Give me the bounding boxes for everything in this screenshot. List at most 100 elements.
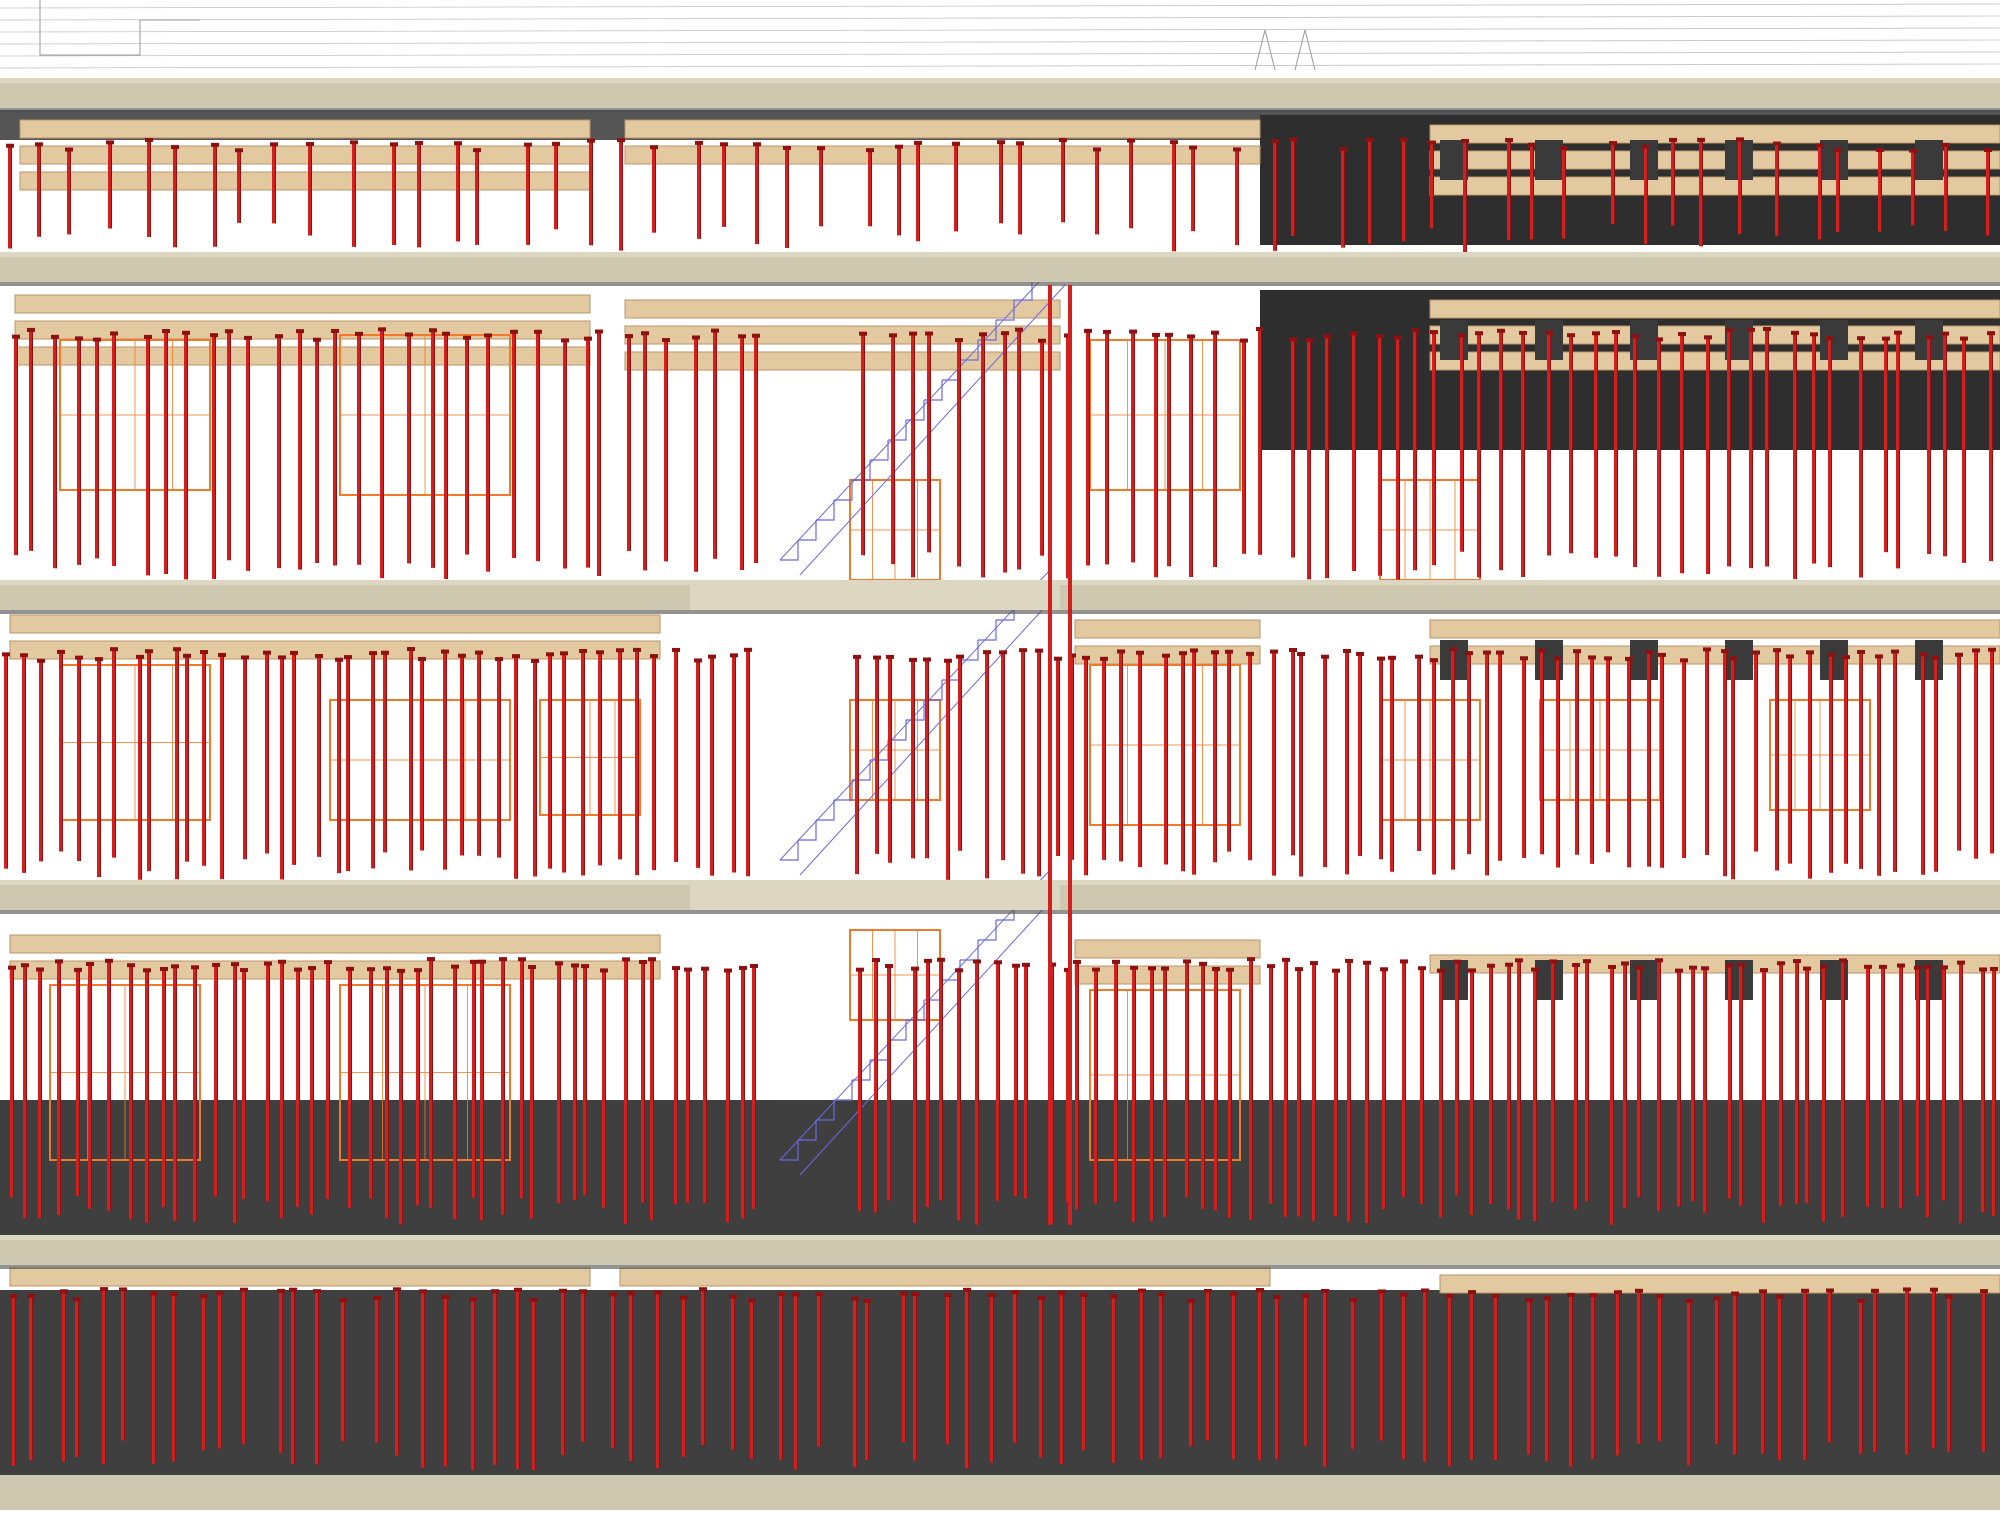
prop-head (711, 328, 719, 333)
prop-head (1187, 1298, 1195, 1303)
shoring-prop (1538, 648, 1546, 855)
shoring-prop (524, 142, 532, 245)
shoring-prop (427, 957, 435, 1208)
prop-head (1310, 961, 1318, 966)
shoring-prop (863, 1298, 871, 1461)
prop-head (55, 959, 63, 964)
shoring-prop (458, 653, 466, 856)
prop-head (378, 327, 386, 332)
prop-head (1483, 650, 1491, 655)
prop-head (1092, 967, 1100, 972)
prop-head (748, 1298, 756, 1303)
prop-head (429, 328, 437, 333)
prop-head (1127, 138, 1135, 143)
shoring-prop (997, 140, 1005, 224)
shoring-prop (866, 148, 874, 227)
shoring-prop (1773, 141, 1781, 236)
prop-head (277, 1288, 285, 1293)
prop-head (1891, 649, 1899, 654)
prop-head (625, 334, 633, 339)
shoring-prop (911, 1292, 919, 1461)
shoring-prop (1612, 330, 1620, 557)
shoring-prop (1093, 147, 1101, 235)
shoring-prop (110, 331, 118, 566)
prop-head (1377, 656, 1385, 661)
shoring-prop (1161, 966, 1169, 1217)
prop-head (1505, 138, 1513, 143)
beams-level-5-mid (619, 1267, 1271, 1287)
prop-head (27, 1293, 35, 1298)
prop-head (753, 142, 761, 147)
prop-head (1345, 958, 1353, 963)
shoring-prop (1979, 967, 1987, 1213)
shoring-prop (136, 654, 144, 880)
shoring-prop (909, 331, 917, 578)
prop-head (1697, 137, 1705, 142)
prop-head (200, 650, 208, 655)
shoring-prop (512, 654, 520, 879)
stair-landing-slab (690, 880, 1060, 910)
prop-head (427, 957, 435, 962)
prop-head (1428, 140, 1436, 145)
shoring-prop (1876, 147, 1884, 232)
shoring-prop (454, 141, 462, 242)
prop-head (200, 1294, 208, 1299)
shoring-prop (1411, 328, 1419, 571)
prop-head (1437, 968, 1445, 973)
shoring-prop (1914, 965, 1922, 1196)
prop-head (278, 959, 286, 964)
prop-head (955, 338, 963, 343)
shoring-prop (1001, 331, 1009, 573)
shoring-prop (235, 148, 243, 223)
shoring-prop (528, 965, 536, 1219)
shoring-prop (1560, 146, 1568, 239)
shoring-prop (1388, 655, 1396, 872)
shoring-prop (1567, 333, 1575, 554)
stair-step (996, 300, 1015, 321)
prop-head (162, 329, 170, 334)
joist-block (1630, 640, 1658, 680)
shoring-prop (1100, 656, 1108, 860)
prop-head (495, 657, 503, 662)
shoring-prop (750, 963, 758, 1209)
prop-head (1635, 965, 1643, 970)
stair-step (780, 840, 799, 861)
prop-head (1990, 966, 1998, 971)
prop-head (1497, 328, 1505, 333)
prop-head (1418, 966, 1426, 971)
prop-head (1955, 652, 1963, 657)
slab-top-edge (0, 252, 2000, 257)
prop-head (1157, 1292, 1165, 1297)
shoring-prop (1645, 650, 1653, 867)
prop-head (473, 148, 481, 153)
prop-head (1876, 147, 1884, 152)
window-frame (59, 339, 211, 491)
shoring-prop (923, 657, 931, 859)
shoring-prop (313, 337, 321, 563)
shoring-prop (240, 1287, 248, 1444)
prop-head (27, 327, 35, 332)
shoring-prop (744, 647, 752, 877)
shoring-prop (495, 657, 503, 858)
shoring-prop (559, 1288, 567, 1456)
shoring-prop (1806, 650, 1814, 879)
prop-head (680, 1295, 688, 1300)
prop-head (983, 650, 991, 655)
shoring-prop (2, 652, 10, 869)
shoring-prop (1497, 328, 1505, 571)
prop-head (296, 329, 304, 334)
joist-block (1915, 140, 1943, 180)
shoring-prop (1737, 962, 1745, 1206)
shoring-prop (1183, 959, 1191, 1197)
prop-head (419, 1289, 427, 1294)
shoring-prop (278, 959, 286, 1219)
shoring-prop (1225, 649, 1233, 852)
prop-head (1011, 1290, 1019, 1295)
shoring-prop (367, 967, 375, 1199)
prop-head (1363, 960, 1371, 965)
prop-head (866, 148, 874, 153)
prop-head (145, 137, 153, 142)
shoring-prop (73, 1297, 81, 1458)
shoring-prop (451, 964, 459, 1220)
prop-head (144, 334, 152, 339)
